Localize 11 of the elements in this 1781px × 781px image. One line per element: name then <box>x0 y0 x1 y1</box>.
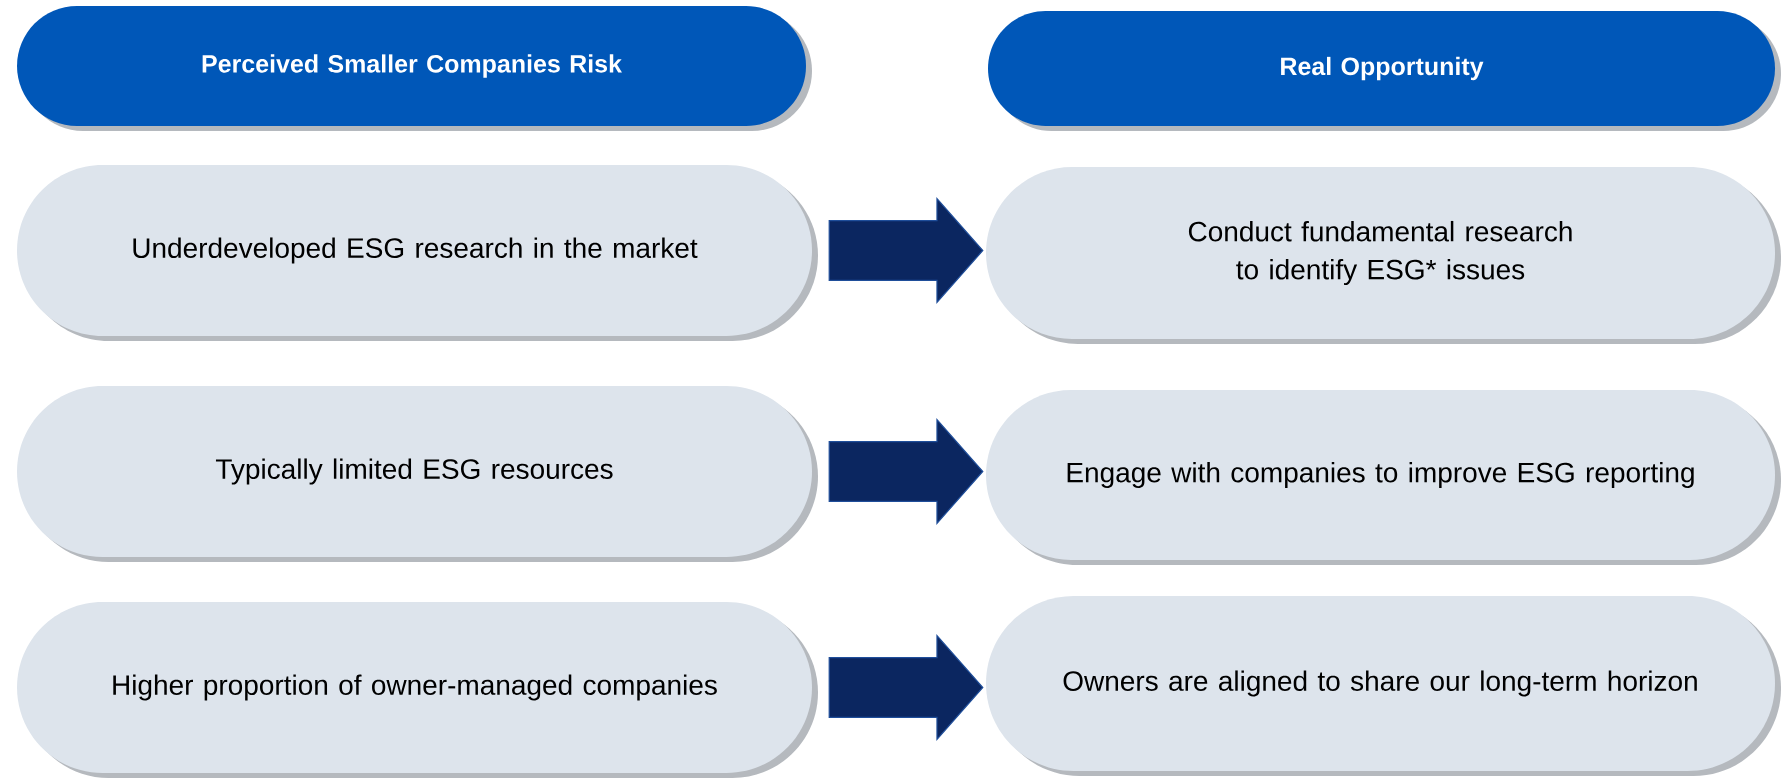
text-pill: Conduct fundamental research to identify ESG* issues <box>986 167 1781 344</box>
block-arrow <box>828 634 984 741</box>
text-pill: Higher proportion of owner-managed companies <box>17 602 818 778</box>
text-pill: Typically limited ESG resources <box>17 386 818 562</box>
header-pill: Real Opportunity <box>988 11 1781 131</box>
header-pill: Perceived Smaller Companies Risk <box>17 6 812 131</box>
block-arrow <box>828 197 984 304</box>
text-pill: Underdeveloped ESG research in the market <box>17 165 818 341</box>
block-arrow <box>828 418 984 525</box>
text-pill: Owners are aligned to share our long-term horizon <box>986 596 1781 776</box>
text-pill: Engage with companies to improve ESG reporting <box>986 390 1781 565</box>
